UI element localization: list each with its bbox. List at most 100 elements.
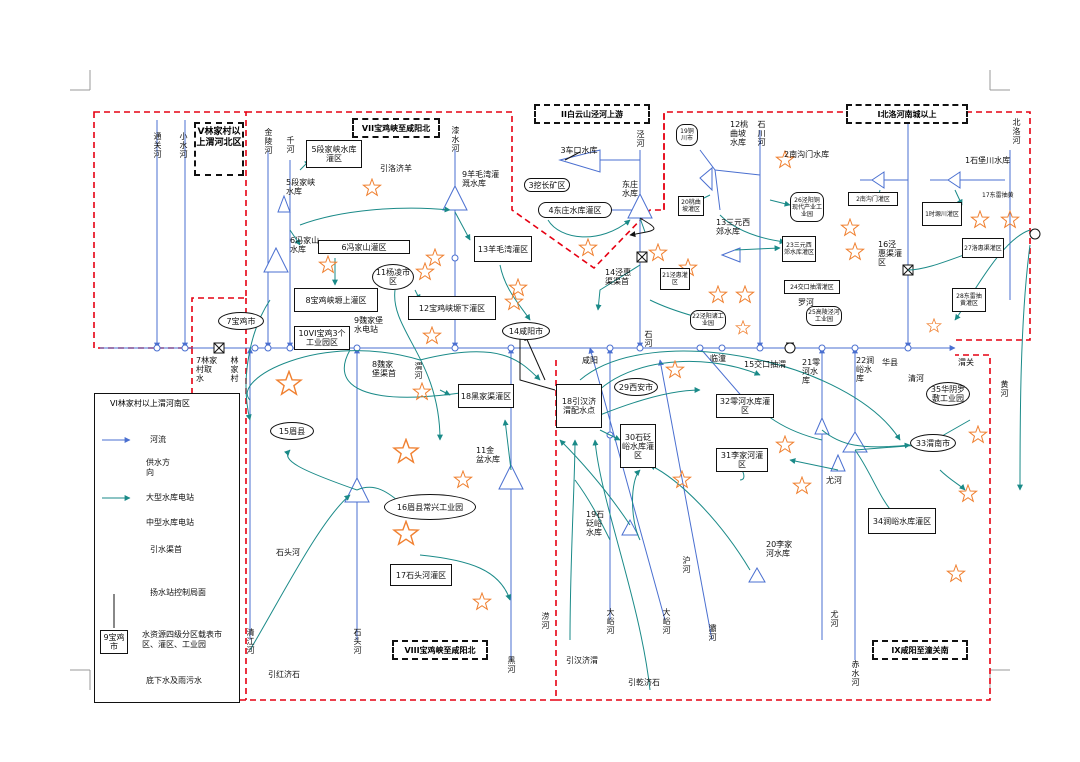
river-jinghe: 泾河 [636, 130, 645, 148]
node-22b: 22泾阳诸工业园 [690, 310, 726, 330]
river-dayu: 大峪河 [606, 608, 615, 635]
river-laohe: 涝河 [541, 612, 550, 630]
label-yinhan: 引汉济渭 [566, 656, 598, 665]
node-31: 31李家河灌区 [716, 448, 768, 472]
river-qianhe: 千河 [286, 136, 295, 154]
node-7c: 林家村 [230, 356, 239, 383]
legend-node-desc: 水资源四级分区载表市区、灌区、工业园 [142, 630, 222, 649]
node-33: 33渭南市 [910, 434, 956, 452]
node-8b: 8魏家堡渠首 [372, 360, 396, 378]
node-23: 23三元西郊水库灌区 [782, 236, 816, 262]
node-14: 14咸阳市 [502, 322, 550, 340]
node-18: 18黑家渠灌区 [458, 384, 514, 408]
node-1b: 1时塬川灌区 [922, 202, 962, 226]
node-4b: 东庄水库 [622, 180, 638, 198]
legend-river: 河流 [150, 435, 166, 444]
node-30: 30石砭峪水库灌区 [620, 424, 656, 468]
river-chishui: 赤水河 [851, 660, 860, 687]
river-nodes [153, 254, 912, 439]
label-youhe-res: 尤河 [826, 476, 842, 485]
node-10: 10VI宝鸡3个工业园区 [294, 326, 350, 350]
river-xiaoshui: 小水河 [179, 132, 188, 159]
node-17b: 17东雷抽黄 [982, 192, 1014, 199]
label-linwei: 临潼 [710, 354, 726, 363]
label-yinhong: 引红济石 [268, 670, 300, 679]
river-qishui: 漆水河 [451, 126, 460, 153]
label-weihe: 渭河 [414, 362, 423, 380]
legend-supply: 供水方向 [146, 458, 170, 477]
node-7b: 7林家村取水 [196, 356, 218, 383]
node-14b: 14泾惠渠渠首 [605, 268, 632, 286]
node-21: 21零河水库 [802, 358, 821, 385]
river-tongguan: 通关河 [153, 132, 162, 159]
legend-star: 底下水及雨污水 [146, 676, 202, 685]
label-yinluo: 引洛济羊 [380, 164, 412, 173]
node-4: 4东庄水库灌区 [538, 202, 612, 218]
river-shitou: 石头河 [353, 628, 362, 655]
river-huanghe: 黄河 [1000, 380, 1009, 398]
supply-flows [245, 159, 1031, 691]
river-shichuan: 石川河 [757, 120, 766, 147]
legend-title: VI林家村以上渭河南区 [110, 399, 190, 408]
node-5b: 5段家峡水库 [286, 178, 316, 196]
river-qinghe: 清河 [908, 374, 924, 383]
label-guanzhong: 渭关 [958, 358, 974, 367]
legend-pump: 扬水站控制局面 [150, 588, 206, 597]
river-bahe: 灞河 [708, 624, 717, 642]
node-35: 35华阴罗敷工业园 [926, 382, 970, 406]
node-32: 32零河水库灌区 [716, 394, 774, 418]
node-11: 11杨凌市区 [372, 264, 414, 290]
legend-big-station: 大型水库电站 [146, 493, 194, 502]
region-viii-label: VIII宝鸡峡至咸阳北 [392, 640, 488, 660]
river-dayu2: 大峪河 [662, 608, 671, 635]
node-15: 15眉县 [270, 422, 314, 440]
node-20: 20李家河水库 [766, 540, 793, 558]
node-28: 28东雷抽黄灌区 [952, 288, 986, 312]
node-7: 7宝鸡市 [218, 312, 264, 330]
region-v-label: V林家村以上渭河北区 [194, 122, 244, 176]
node-9b: 9魏家堡水电站 [354, 316, 384, 334]
node-6: 6冯家山水库 [290, 236, 320, 254]
node-6b: 6冯家山灌区 [318, 240, 410, 254]
region-vii-label: VII宝鸡峡至咸阳北 [352, 118, 440, 138]
legend-mid-station: 中型水库电站 [146, 518, 194, 527]
node-15b: 15交口抽渭 [744, 360, 787, 369]
river-beiluo: 北洛河 [1012, 118, 1021, 145]
label-huaxian: 华县 [882, 358, 898, 367]
label-yinqian: 引乾济石 [628, 678, 660, 687]
node-8: 8宝鸡峡塬上灌区 [294, 288, 378, 312]
control-arrows [519, 151, 655, 391]
node-25: 25高陵泾河工业园 [806, 306, 842, 326]
node-12b: 12桃曲坡水库 [730, 120, 749, 147]
legend-intake: 引水渠首 [150, 545, 182, 554]
node-19b: 19铜川市 [676, 124, 698, 146]
node-13: 13羊毛湾灌区 [474, 236, 532, 262]
node-9: 9羊毛湾灌溉水库 [462, 170, 500, 188]
region-boundaries [93, 111, 1031, 701]
node-21b: 21泾惠灌区 [660, 268, 690, 290]
node-13b: 13三元西郊水库 [716, 218, 751, 236]
region-ii-label: II白云山泾河上游 [534, 104, 650, 124]
node-2b: 2南沟门灌区 [848, 192, 898, 206]
spacer [20, 0, 22, 2]
node-2: 2南沟门水库 [784, 150, 830, 159]
region-ix-label: IX咸阳至潼关南 [872, 640, 968, 660]
label-shitou-res: 石头河 [276, 548, 300, 557]
river-heihe: 黑河 [507, 656, 516, 674]
node-18b: 18引汉济渭配水点 [556, 384, 602, 428]
region-i-label: I北洛河南城以上 [846, 104, 968, 124]
river-youhe: 尤河 [830, 610, 839, 628]
node-19: 19石砭峪水库 [586, 510, 605, 537]
river-shihe: 石河 [644, 330, 653, 348]
node-1: 1石堡川水库 [965, 156, 1011, 165]
node-3b: 3挖长矿区 [524, 178, 570, 192]
node-16b: 16泾惠渠灌区 [878, 240, 902, 267]
river-jinling: 金陵河 [264, 128, 273, 155]
legend-node-sample: 9宝鸡市 [100, 630, 128, 654]
node-34: 34涧峪水库灌区 [868, 508, 936, 534]
node-17: 17石头河灌区 [390, 564, 452, 586]
node-29: 29西安市 [614, 378, 658, 396]
node-16: 16眉县常兴工业园 [384, 494, 476, 520]
node-22: 22涧峪水库 [856, 356, 875, 383]
